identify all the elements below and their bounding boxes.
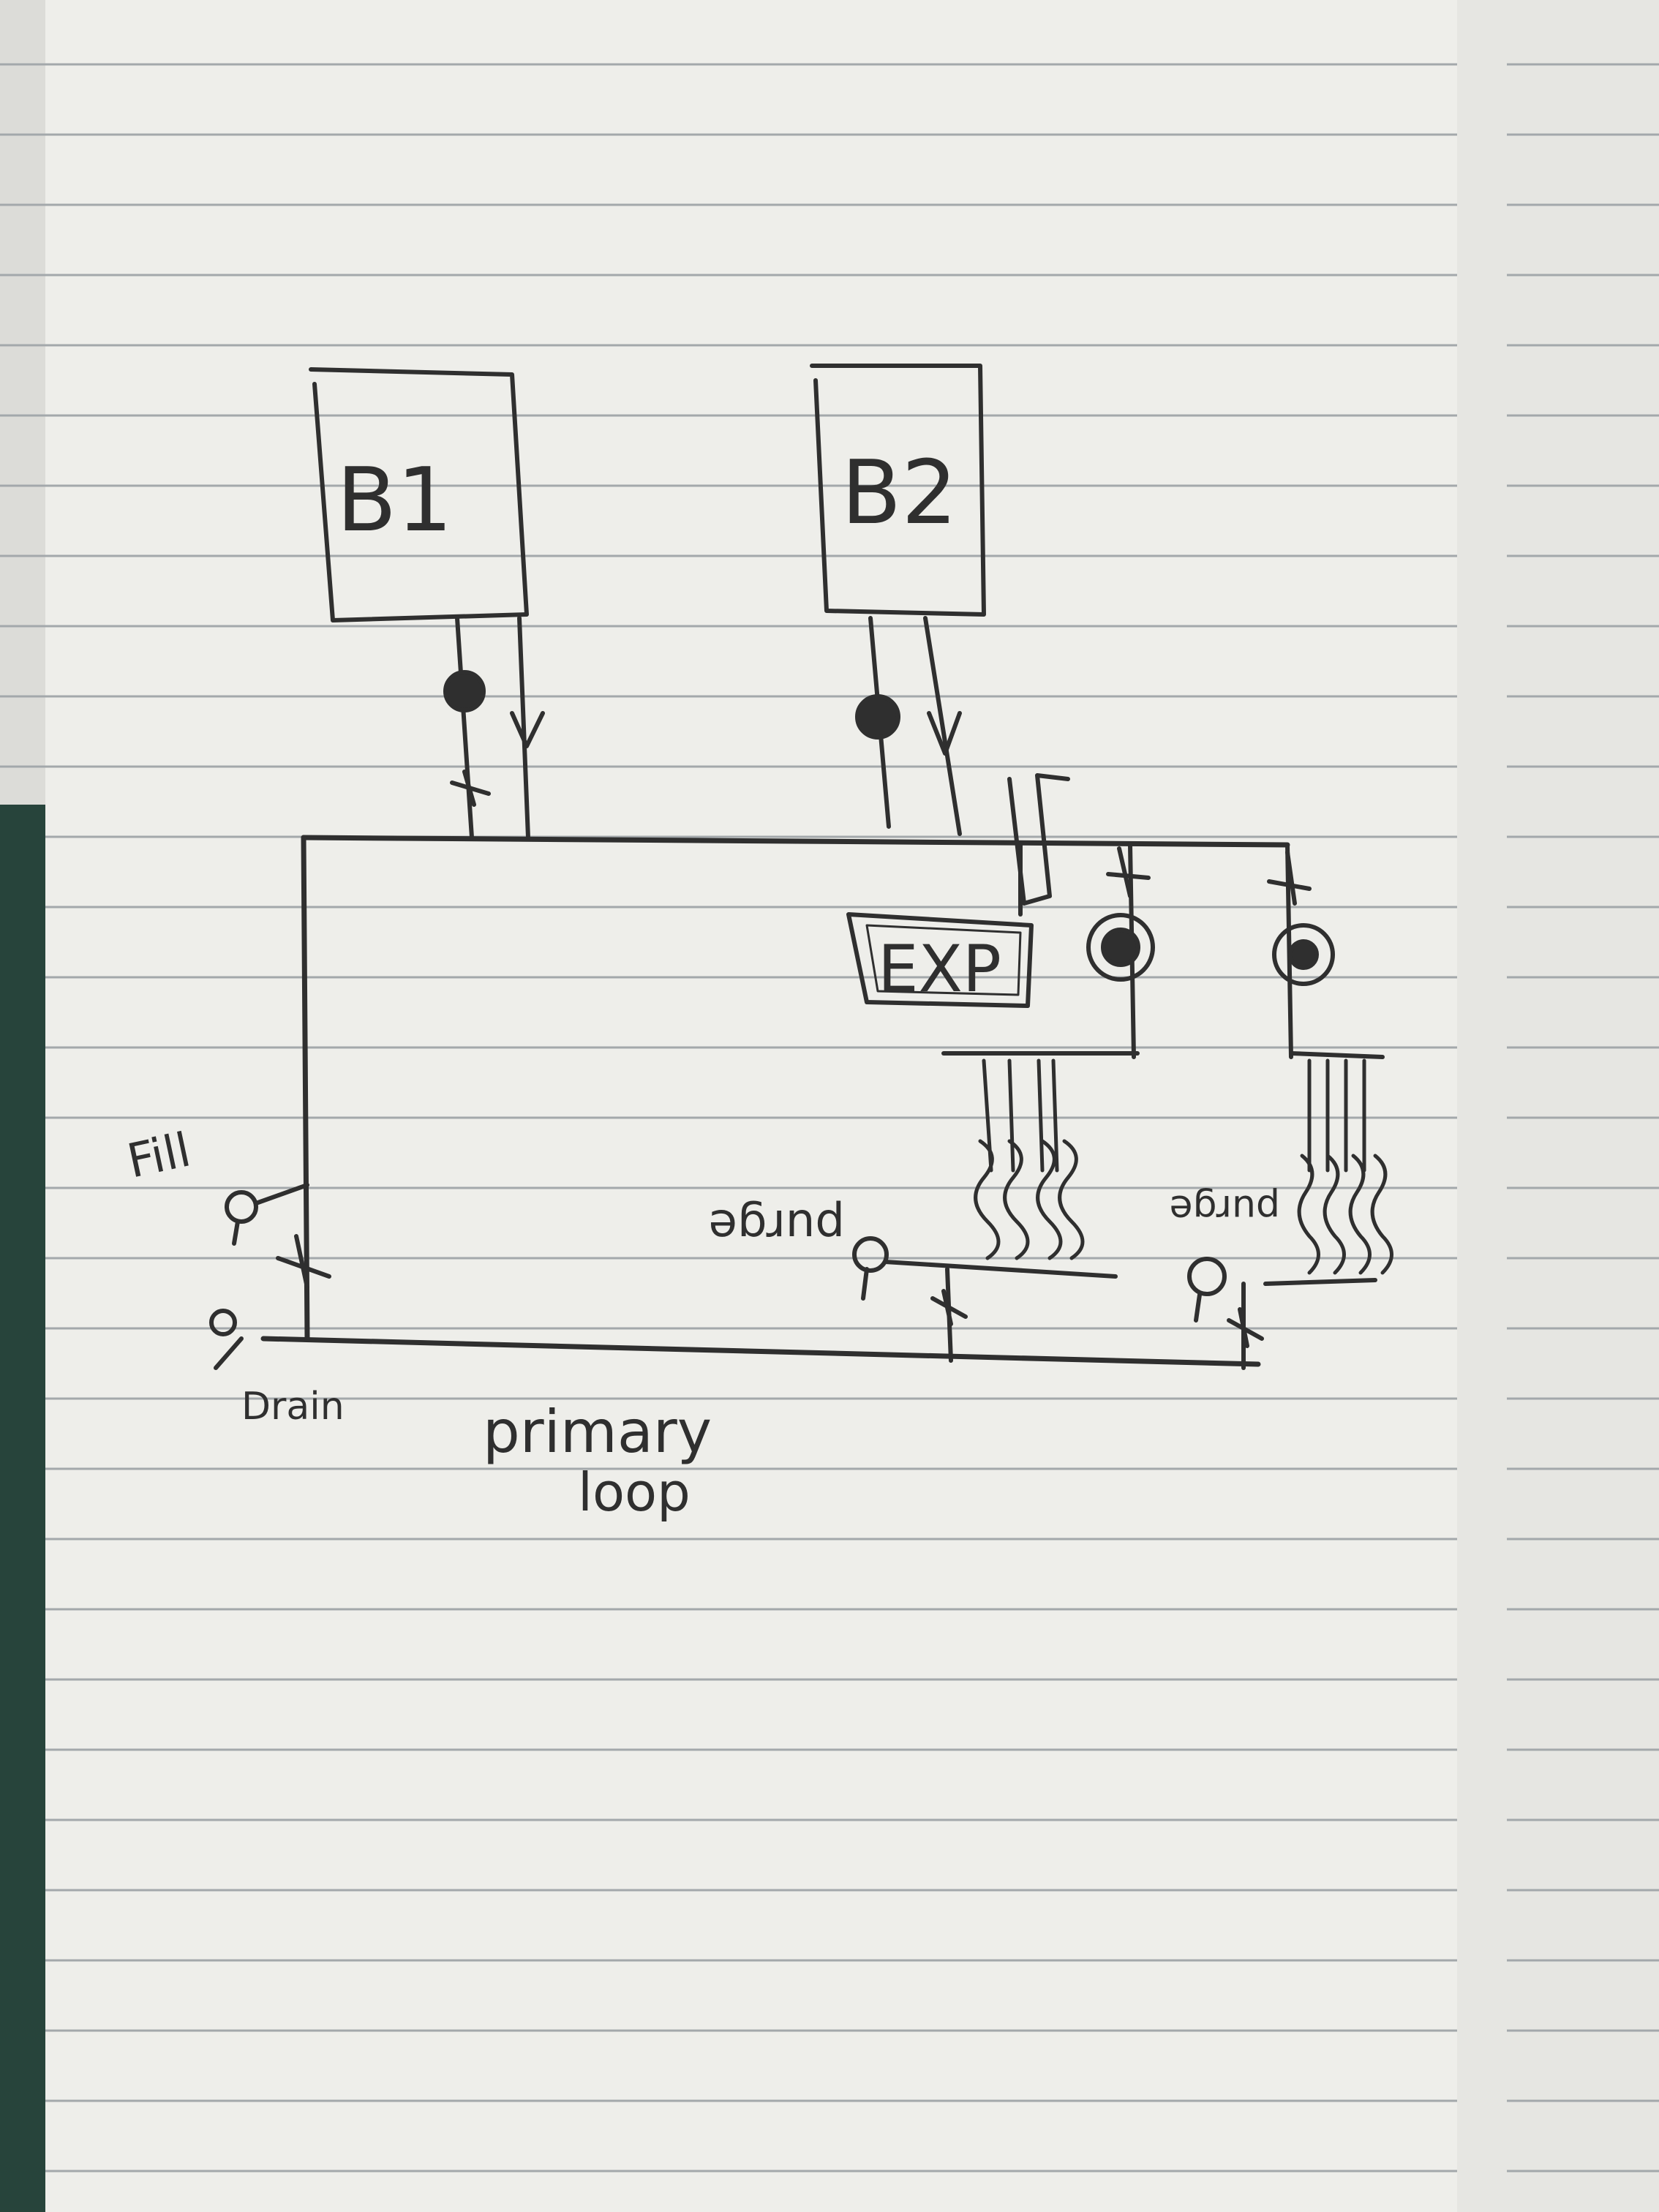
drain-label: Drain	[241, 1385, 345, 1429]
zone-2-valve-icon	[1267, 850, 1312, 906]
boiler-b2-box	[810, 364, 986, 617]
zone-1-pump-outer-icon	[1086, 913, 1155, 982]
b1-isolation-valve-icon	[450, 770, 491, 807]
b1-flow-arrow-icon	[510, 711, 545, 748]
fill-valve-connector	[254, 1183, 309, 1205]
zone-2-branch	[1187, 843, 1393, 1370]
zone-1-return-valve-icon	[930, 1289, 968, 1326]
expansion-assembly	[846, 773, 1070, 1008]
b2-return-pipe	[923, 616, 962, 836]
b2-piping	[855, 616, 962, 836]
boiler-b1	[309, 367, 529, 622]
main-page-lines	[45, 44, 1457, 2212]
purge-1-valve-icon	[852, 1236, 889, 1273]
fill-drain-valves	[209, 1183, 331, 1370]
zone-2-header-top	[1289, 1051, 1385, 1059]
boiler-b1-label: B1	[336, 450, 453, 552]
fill-valve-handle	[232, 1219, 240, 1246]
zone-1-valve-icon	[1106, 846, 1151, 898]
loop-left	[301, 835, 310, 1342]
zone-2-return-valve-icon	[1227, 1307, 1264, 1348]
drain-valve-handle	[214, 1336, 244, 1370]
b2-flow-arrow-icon	[927, 711, 962, 756]
loop-top	[301, 835, 1290, 848]
b1-supply-pipe	[455, 616, 474, 840]
purge-1-handle	[861, 1267, 869, 1301]
fill-valve-icon	[225, 1190, 258, 1224]
primary-loop-label-line1: primary	[483, 1398, 712, 1466]
fill-label: Fill	[123, 1123, 195, 1189]
boiler-b2-label: B2	[841, 443, 958, 544]
back-page-left-lines	[0, 0, 51, 805]
purge-2-label: purge	[1170, 1186, 1280, 1230]
heating-diagram	[209, 364, 1393, 1370]
zone-2-header-bottom	[1263, 1278, 1377, 1286]
primary-loop-pipe	[260, 835, 1290, 1367]
expansion-tank-label: EXP	[878, 931, 1001, 1007]
expansion-tank-box	[846, 912, 1034, 1008]
purge-2-valve-icon	[1187, 1257, 1227, 1296]
purge-2-handle	[1194, 1293, 1202, 1323]
b1-piping	[443, 616, 545, 840]
drain-valve-icon	[209, 1309, 237, 1336]
b1-pump-icon	[443, 670, 486, 712]
zone-1-branch	[852, 843, 1155, 1363]
zone-2-circuits-icon	[1297, 1058, 1393, 1275]
b1-return-pipe	[517, 616, 530, 840]
zone-1-header-bottom	[883, 1260, 1118, 1279]
b2-pump-icon	[855, 694, 900, 740]
back-page-right-lines	[1507, 0, 1659, 2212]
zone-1-circuits-icon	[974, 1058, 1085, 1260]
expansion-tank-inner	[865, 924, 1022, 996]
loop-isolation-valve-icon	[276, 1234, 331, 1290]
boiler-b1-box	[309, 367, 529, 622]
zone-1-pump-inner-icon	[1101, 928, 1140, 967]
purge-1-label: purge	[709, 1199, 845, 1253]
boiler-b2	[810, 364, 986, 617]
zone-2-pump-outer-icon	[1272, 923, 1335, 986]
zone-2-pump-inner-icon	[1288, 939, 1319, 970]
diagram-labels: B1 B2 EXP Fill Drain purge purge primary…	[123, 443, 1280, 1523]
primary-loop-label-line2: loop	[578, 1462, 691, 1523]
loop-bottom	[260, 1336, 1261, 1367]
